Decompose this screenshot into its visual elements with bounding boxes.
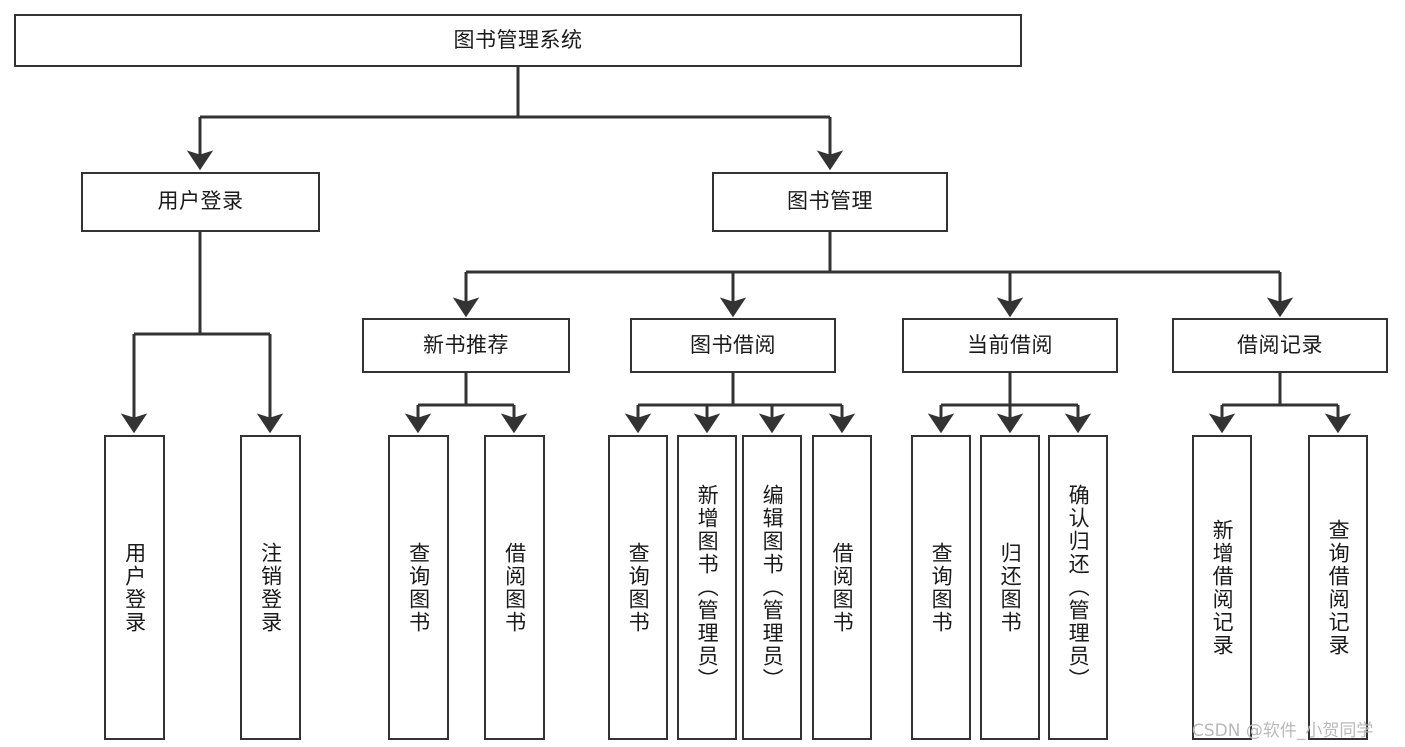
node-current-borrow[interactable]: 当前借阅 xyxy=(902,318,1118,373)
node-label: 查询图书 xyxy=(929,541,954,634)
node-label: 编辑图书（管理员） xyxy=(760,484,785,691)
node-new-book-recommend[interactable]: 新书推荐 xyxy=(362,318,570,373)
node-leaf-borrow-book-2[interactable]: 借阅图书 xyxy=(812,435,872,740)
node-book-borrow[interactable]: 图书借阅 xyxy=(630,318,836,373)
node-label: 查询借阅记录 xyxy=(1326,518,1351,657)
node-leaf-query-book-1[interactable]: 查询图书 xyxy=(388,435,449,740)
node-label: 当前借阅 xyxy=(967,332,1053,357)
node-leaf-user-login[interactable]: 用户登录 xyxy=(104,435,165,740)
node-label: 注销登录 xyxy=(258,541,283,634)
node-leaf-borrow-book-1[interactable]: 借阅图书 xyxy=(484,435,545,740)
node-label: 新增图书（管理员） xyxy=(695,484,720,691)
node-label: 用户登录 xyxy=(157,189,244,214)
node-label: 查询图书 xyxy=(406,541,431,634)
node-label: 图书管理系统 xyxy=(453,27,583,52)
node-leaf-add-record[interactable]: 新增借阅记录 xyxy=(1192,435,1252,740)
node-label: 图书管理 xyxy=(787,189,873,214)
node-leaf-add-book[interactable]: 新增图书（管理员） xyxy=(677,435,737,740)
node-label: 新增借阅记录 xyxy=(1210,518,1235,657)
node-leaf-query-book-2[interactable]: 查询图书 xyxy=(608,435,668,740)
node-root-system[interactable]: 图书管理系统 xyxy=(14,14,1022,67)
node-label: 用户登录 xyxy=(122,541,147,634)
node-leaf-edit-book[interactable]: 编辑图书（管理员） xyxy=(742,435,802,740)
node-leaf-query-record[interactable]: 查询借阅记录 xyxy=(1308,435,1368,740)
node-leaf-confirm-return[interactable]: 确认归还（管理员） xyxy=(1048,435,1108,740)
node-book-manage[interactable]: 图书管理 xyxy=(712,172,948,232)
node-label: 借阅记录 xyxy=(1237,332,1323,357)
node-label: 借阅图书 xyxy=(830,541,855,634)
node-label: 归还图书 xyxy=(998,541,1023,634)
node-label: 查询图书 xyxy=(626,541,651,634)
node-leaf-return-book[interactable]: 归还图书 xyxy=(980,435,1040,740)
node-label: 借阅图书 xyxy=(502,541,527,634)
node-borrow-record[interactable]: 借阅记录 xyxy=(1172,318,1388,373)
node-leaf-query-book-3[interactable]: 查询图书 xyxy=(911,435,971,740)
node-label: 确认归还（管理员） xyxy=(1066,484,1091,691)
node-label: 图书借阅 xyxy=(690,332,776,357)
node-user-login[interactable]: 用户登录 xyxy=(81,172,320,232)
csdn-watermark: CSDN @软件_小贺同学 xyxy=(1192,721,1374,741)
node-leaf-logout-login[interactable]: 注销登录 xyxy=(240,435,301,740)
node-label: 新书推荐 xyxy=(423,332,509,357)
